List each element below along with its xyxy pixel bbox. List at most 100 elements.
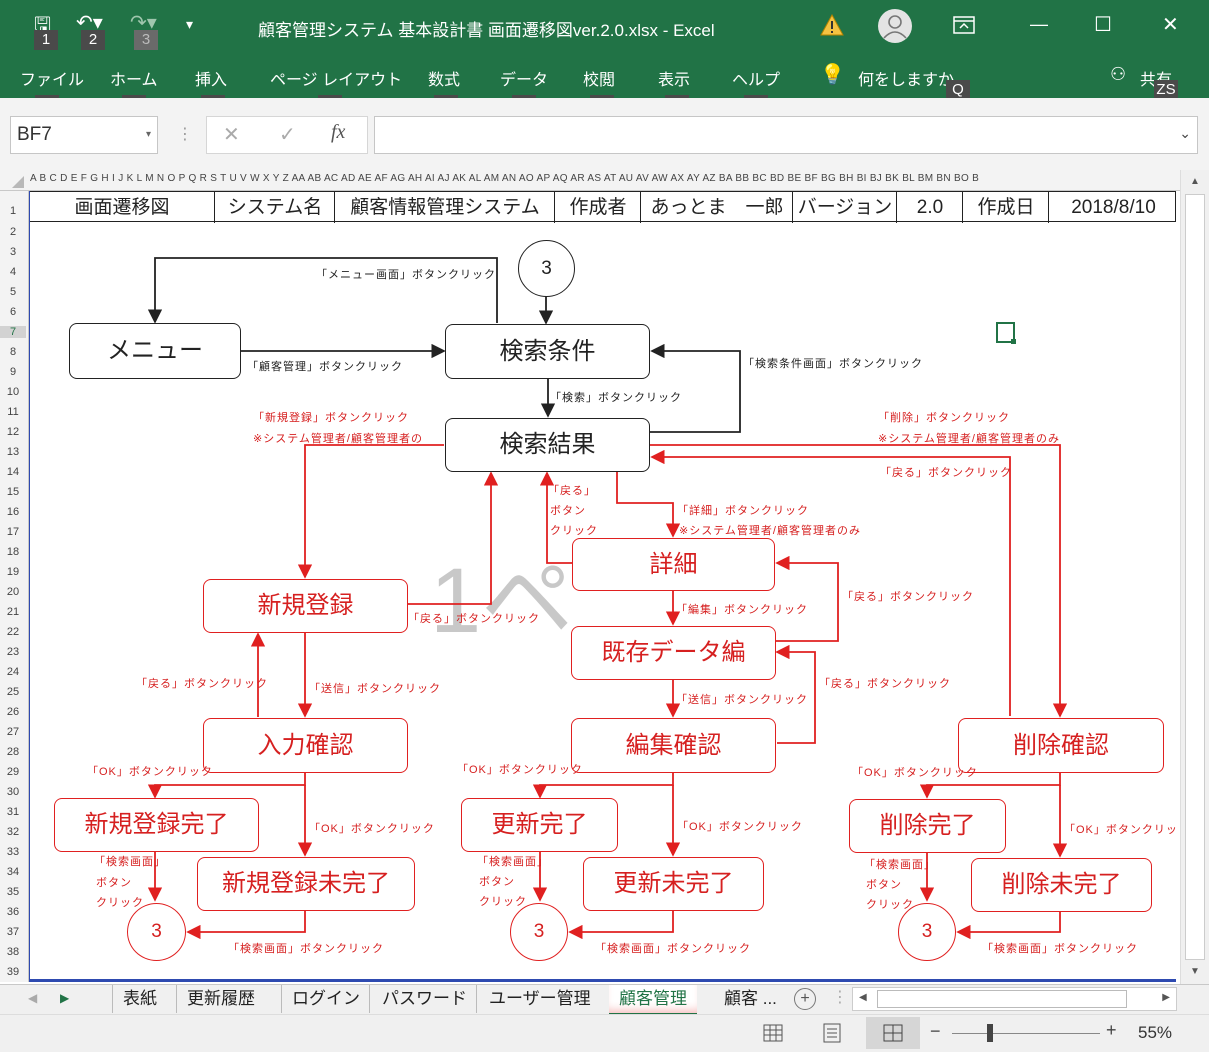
page-break-view-button[interactable] bbox=[866, 1017, 920, 1049]
node-search-result[interactable]: 検索結果 bbox=[445, 418, 650, 472]
horizontal-scrollbar[interactable]: ◀ ▶ bbox=[852, 987, 1177, 1011]
row-number[interactable]: 33 bbox=[6, 846, 20, 858]
node-detail[interactable]: 詳細 bbox=[572, 538, 775, 591]
row-number[interactable]: 6 bbox=[9, 306, 17, 318]
connector-top[interactable]: 3 bbox=[518, 240, 575, 297]
row-number[interactable]: 31 bbox=[6, 806, 20, 818]
row-number[interactable]: 22 bbox=[6, 626, 20, 638]
row-number[interactable]: 1 bbox=[9, 205, 17, 217]
node-update-complete[interactable]: 更新完了 bbox=[461, 798, 618, 852]
scroll-thumb[interactable] bbox=[1185, 194, 1205, 960]
fill-handle[interactable] bbox=[1011, 339, 1016, 344]
tab-page-layout[interactable]: ページ レイアウト bbox=[270, 72, 403, 89]
row-number[interactable]: 39 bbox=[6, 966, 20, 978]
maximize-button[interactable]: ☐ bbox=[1094, 14, 1112, 36]
node-delete-incomplete[interactable]: 削除未完了 bbox=[971, 858, 1152, 912]
row-number[interactable]: 21 bbox=[6, 606, 20, 618]
sheet-tab-customer-admin[interactable]: 顧客管理 bbox=[609, 985, 697, 1016]
tell-me-search[interactable]: 何をしますか bbox=[858, 72, 955, 89]
formula-input[interactable]: ⌄ bbox=[374, 116, 1198, 154]
row-number[interactable]: 18 bbox=[6, 546, 20, 558]
tab-help[interactable]: ヘルプ bbox=[732, 72, 781, 89]
normal-view-icon[interactable] bbox=[763, 1024, 783, 1042]
warning-icon[interactable] bbox=[820, 14, 844, 36]
customize-qat-icon[interactable]: ▾ bbox=[186, 16, 194, 32]
ribbon-display-icon[interactable] bbox=[953, 16, 975, 34]
connector-new[interactable]: 3 bbox=[127, 903, 186, 961]
node-edit-existing[interactable]: 既存データ編 bbox=[571, 626, 776, 680]
row-number[interactable]: 20 bbox=[6, 586, 20, 598]
row-number[interactable]: 10 bbox=[6, 386, 20, 398]
node-search-condition[interactable]: 検索条件 bbox=[445, 324, 650, 379]
row-number[interactable]: 25 bbox=[6, 686, 20, 698]
row-number[interactable]: 5 bbox=[9, 286, 17, 298]
name-box[interactable]: BF7 ▾ bbox=[10, 116, 158, 154]
scroll-down-icon[interactable]: ▼ bbox=[1190, 966, 1200, 977]
tab-insert[interactable]: 挿入 bbox=[195, 72, 228, 89]
undo-icon[interactable]: ↶▾ bbox=[76, 12, 103, 34]
row-number[interactable]: 38 bbox=[6, 946, 20, 958]
row-number[interactable]: 29 bbox=[6, 766, 20, 778]
sheet-tab-history[interactable]: 更新履歴 bbox=[176, 985, 265, 1013]
column-header[interactable]: A B C D E F G H I J K L M N O P Q R S T … bbox=[0, 170, 1180, 191]
row-number[interactable]: 16 bbox=[6, 506, 20, 518]
row-number[interactable]: 19 bbox=[6, 566, 20, 578]
hscroll-thumb[interactable] bbox=[877, 990, 1127, 1008]
redo-icon[interactable]: ↷▾ bbox=[130, 12, 157, 34]
zoom-slider-thumb[interactable] bbox=[987, 1024, 993, 1042]
connector-update[interactable]: 3 bbox=[510, 903, 568, 961]
row-number[interactable]: 4 bbox=[9, 266, 17, 278]
node-delete-complete[interactable]: 削除完了 bbox=[849, 799, 1006, 853]
minimize-button[interactable]: — bbox=[1030, 14, 1048, 34]
connector-delete[interactable]: 3 bbox=[898, 903, 956, 961]
tab-formulas[interactable]: 数式 bbox=[428, 72, 461, 89]
node-new-registration[interactable]: 新規登録 bbox=[203, 579, 408, 633]
tab-data[interactable]: データ bbox=[500, 72, 549, 89]
node-delete-confirm[interactable]: 削除確認 bbox=[958, 718, 1164, 773]
insert-function-icon[interactable]: fx bbox=[331, 121, 346, 143]
row-number[interactable]: 26 bbox=[6, 706, 20, 718]
chevron-down-icon[interactable]: ▾ bbox=[145, 129, 151, 140]
row-number[interactable]: 35 bbox=[6, 886, 20, 898]
sheet-tab-cover[interactable]: 表紙 bbox=[112, 985, 167, 1013]
vertical-scrollbar[interactable]: ▲ ▼ bbox=[1180, 170, 1209, 984]
sheet-tab-login[interactable]: ログイン bbox=[281, 985, 370, 1013]
zoom-slider-track[interactable] bbox=[952, 1033, 1100, 1034]
node-update-incomplete[interactable]: 更新未完了 bbox=[583, 857, 764, 911]
expand-formula-icon[interactable]: ⌄ bbox=[1179, 125, 1191, 141]
page-layout-view-icon[interactable] bbox=[823, 1023, 841, 1043]
row-number[interactable]: 12 bbox=[6, 426, 20, 438]
row-number[interactable]: 36 bbox=[6, 906, 20, 918]
row-number[interactable]: 32 bbox=[6, 826, 20, 838]
tab-file[interactable]: ファイル bbox=[20, 72, 85, 89]
row-number[interactable]: 24 bbox=[6, 666, 20, 678]
row-number[interactable]: 17 bbox=[6, 526, 20, 538]
row-number[interactable]: 15 bbox=[6, 486, 20, 498]
sheet-tab-password[interactable]: パスワード bbox=[369, 985, 479, 1013]
node-input-confirm[interactable]: 入力確認 bbox=[203, 718, 408, 773]
hscroll-right-icon[interactable]: ▶ bbox=[1162, 992, 1170, 1003]
tab-review[interactable]: 校閲 bbox=[583, 72, 616, 89]
scroll-up-icon[interactable]: ▲ bbox=[1190, 176, 1200, 187]
add-sheet-icon[interactable]: + bbox=[794, 988, 816, 1010]
row-number[interactable]: 27 bbox=[6, 726, 20, 738]
row-number[interactable]: 34 bbox=[6, 866, 20, 878]
tab-home[interactable]: ホーム bbox=[110, 72, 158, 89]
row-number[interactable]: 11 bbox=[7, 406, 19, 418]
account-avatar[interactable] bbox=[877, 8, 913, 44]
tab-scroll-left-icon[interactable]: ◀ bbox=[28, 991, 38, 1005]
row-number[interactable]: 37 bbox=[6, 926, 20, 938]
sheet-tab-customer-more[interactable]: 顧客 ... bbox=[724, 989, 777, 1008]
row-number[interactable]: 8 bbox=[9, 346, 17, 358]
close-button[interactable]: ✕ bbox=[1162, 14, 1179, 36]
node-new-incomplete[interactable]: 新規登録未完了 bbox=[197, 857, 415, 911]
selected-cell[interactable] bbox=[996, 322, 1015, 343]
enter-icon[interactable]: ✓ bbox=[279, 124, 296, 146]
row-number[interactable]: 3 bbox=[9, 246, 17, 258]
row-number[interactable]: 30 bbox=[6, 786, 20, 798]
row-number[interactable]: 2 bbox=[9, 226, 17, 238]
sheet-tab-user-admin[interactable]: ユーザー管理 bbox=[476, 985, 603, 1013]
tab-scroll-right-icon[interactable]: ▶ bbox=[60, 991, 70, 1005]
select-all-icon[interactable] bbox=[12, 176, 24, 188]
